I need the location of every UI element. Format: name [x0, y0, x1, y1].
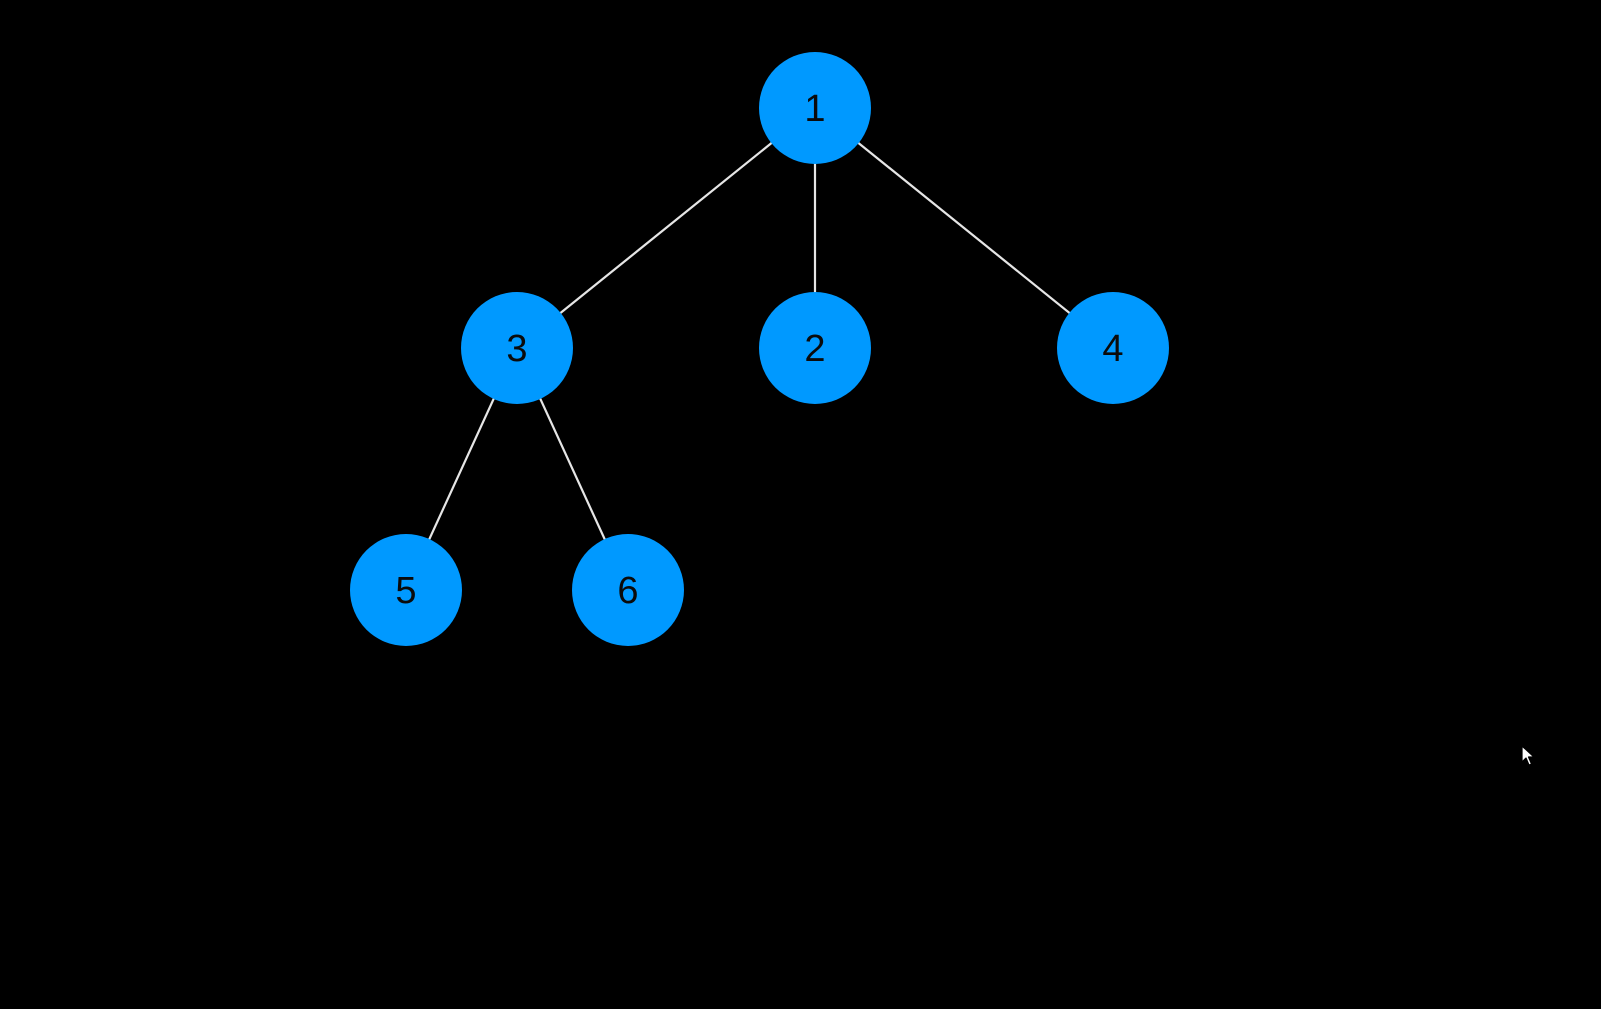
node-label: 6: [617, 570, 638, 612]
tree-node-6: 6: [572, 534, 684, 646]
node-circle: [759, 292, 871, 404]
nodes-layer: 1 3 2 4 5 6: [350, 52, 1169, 646]
node-circle: [1057, 292, 1169, 404]
node-label: 3: [506, 328, 527, 370]
edge-1-3: [516, 107, 816, 349]
edge-1-4: [814, 107, 1114, 349]
node-circle: [350, 534, 462, 646]
mouse-pointer-icon: [1521, 745, 1535, 772]
tree-node-5: 5: [350, 534, 462, 646]
node-circle: [759, 52, 871, 164]
node-label: 5: [395, 570, 416, 612]
tree-node-4: 4: [1057, 292, 1169, 404]
node-label: 2: [804, 328, 825, 370]
tree-node-2: 2: [759, 292, 871, 404]
node-circle: [461, 292, 573, 404]
node-label: 1: [804, 88, 825, 130]
node-circle: [572, 534, 684, 646]
tree-node-1: 1: [759, 52, 871, 164]
tree-node-3: 3: [461, 292, 573, 404]
node-label: 4: [1102, 328, 1123, 370]
